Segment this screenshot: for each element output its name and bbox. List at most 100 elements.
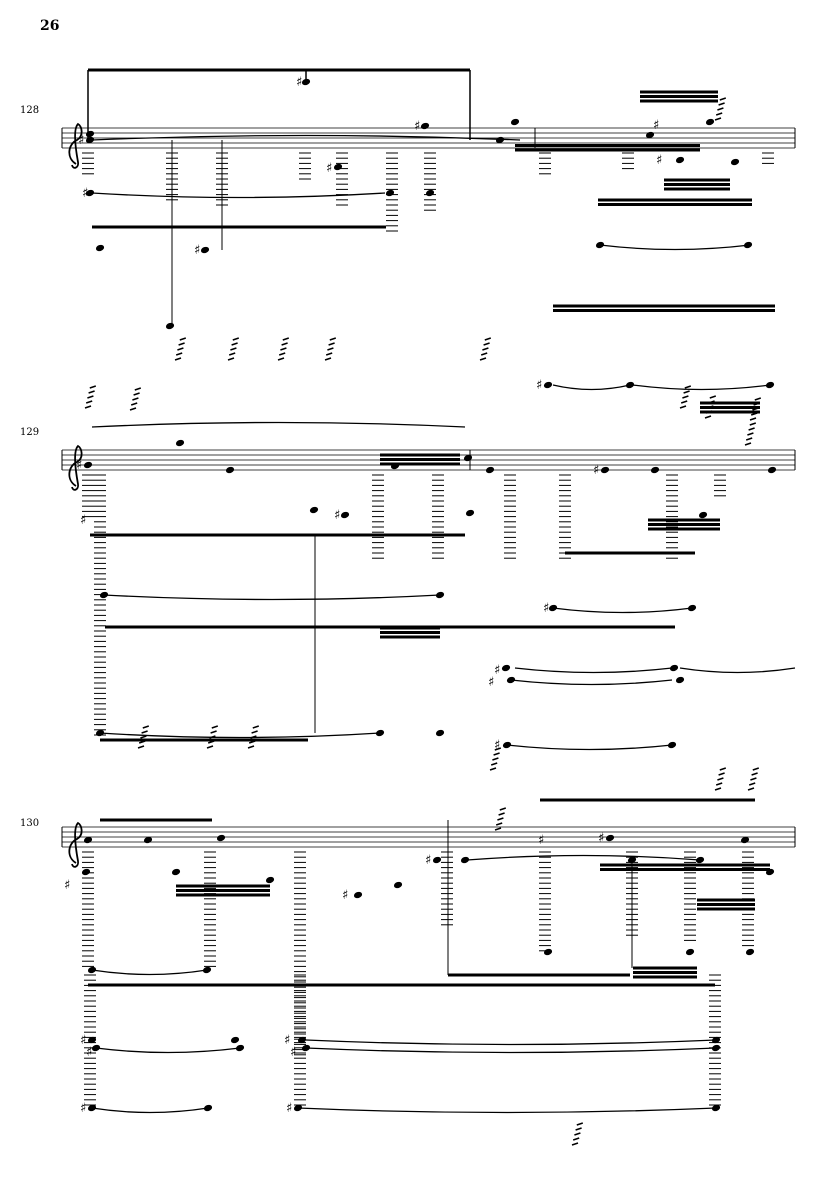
tremolo-slash (228, 352, 236, 356)
sharp-sign: ♯ (656, 153, 662, 168)
note-head (85, 189, 95, 197)
page-number: 26 (40, 18, 60, 34)
tremolo-slash (751, 772, 758, 776)
note-head (600, 466, 610, 474)
note-head (650, 466, 660, 474)
tie (305, 1039, 717, 1046)
note-head (495, 136, 505, 144)
tremolo-slash (247, 745, 255, 749)
tremolo-slash (714, 117, 722, 121)
note-head (225, 466, 235, 474)
note-head (297, 1036, 307, 1044)
sharp-sign: ♯ (82, 186, 88, 201)
tremolo-slash (482, 347, 489, 351)
note-head (301, 78, 311, 86)
tremolo-slash (494, 747, 502, 751)
note-head (425, 189, 435, 197)
note-head (143, 836, 153, 844)
sharp-sign: ♯ (425, 853, 431, 868)
tremolo-slash (718, 772, 725, 776)
treble-clef-icon (68, 821, 83, 868)
note-head (265, 876, 275, 884)
note-head (645, 131, 655, 139)
tie (103, 594, 441, 601)
tremolo-slash (684, 385, 692, 389)
note-head (165, 322, 175, 330)
tremolo-slash (282, 337, 290, 341)
tremolo-slash (704, 415, 712, 419)
sharp-sign: ♯ (653, 118, 659, 133)
tremolo-slash (679, 405, 687, 409)
tremolo-slash (85, 400, 93, 404)
sharp-sign: ♯ (536, 378, 542, 393)
note-head (543, 948, 553, 956)
tremolo-slash (745, 437, 753, 441)
note-head (175, 439, 185, 447)
tremolo-slash (129, 407, 137, 411)
note-head (465, 509, 475, 517)
tremolo-slash (177, 347, 184, 351)
sharp-sign: ♯ (342, 888, 348, 903)
tremolo-slash (748, 782, 756, 786)
tremolo-slash (572, 1137, 580, 1141)
tie (91, 421, 466, 428)
tremolo-slash (206, 745, 214, 749)
note-head (501, 664, 511, 672)
tremolo-slash (497, 817, 504, 821)
tremolo-slash (138, 740, 146, 744)
tremolo-slash (211, 725, 219, 729)
tremolo-slash (707, 405, 714, 409)
sharp-sign: ♯ (86, 1045, 92, 1060)
tremolo-slash (134, 387, 142, 391)
tremolo-slash (495, 822, 503, 826)
note-head (675, 676, 685, 684)
treble-clef-icon (68, 122, 83, 169)
tremolo-slash (708, 400, 715, 404)
tremolo-slash (480, 352, 488, 356)
tremolo-slash (209, 735, 216, 739)
tremolo-slash (574, 1132, 581, 1136)
sharp-sign: ♯ (80, 513, 86, 528)
note-head (83, 461, 93, 469)
tremolo-slash (210, 730, 217, 734)
tremolo-slash (178, 342, 185, 346)
tremolo-slash (277, 357, 285, 361)
tremolo-slash (719, 97, 727, 101)
note-head (353, 891, 363, 899)
tremolo-slash (494, 827, 502, 831)
sharp-sign: ♯ (80, 1033, 86, 1048)
tie (514, 667, 673, 674)
note-head (333, 163, 343, 171)
tremolo-slash (752, 407, 759, 411)
note-head (485, 466, 495, 474)
note-head (95, 244, 105, 252)
note-head (230, 1036, 240, 1044)
tremolo-slash (137, 745, 145, 749)
tie (632, 384, 771, 391)
sharp-sign: ♯ (334, 508, 340, 523)
note-head (543, 381, 553, 389)
tie (297, 1107, 717, 1114)
tremolo-slash (705, 410, 713, 414)
tremolo-slash (230, 347, 237, 351)
tremolo-slash (680, 400, 688, 404)
tremolo-slash (493, 752, 500, 756)
tremolo-slash (479, 357, 487, 361)
tremolo-slash (248, 740, 256, 744)
tremolo-slash (489, 767, 497, 771)
tremolo-slash (142, 725, 150, 729)
tremolo-slash (492, 757, 499, 761)
tremolo-slash (87, 395, 94, 399)
tie (91, 134, 521, 141)
tremolo-slash (752, 767, 760, 771)
tremolo-slash (483, 342, 490, 346)
tremolo-slash (498, 812, 505, 816)
tremolo-slash (174, 357, 182, 361)
measure-number-128: 128 (20, 105, 40, 116)
sharp-sign: ♯ (494, 738, 500, 753)
measure-number-129: 129 (20, 427, 40, 438)
note-head (698, 511, 708, 519)
tremolo-slash (329, 337, 337, 341)
tremolo-slash (717, 777, 724, 781)
note-head (85, 130, 95, 138)
